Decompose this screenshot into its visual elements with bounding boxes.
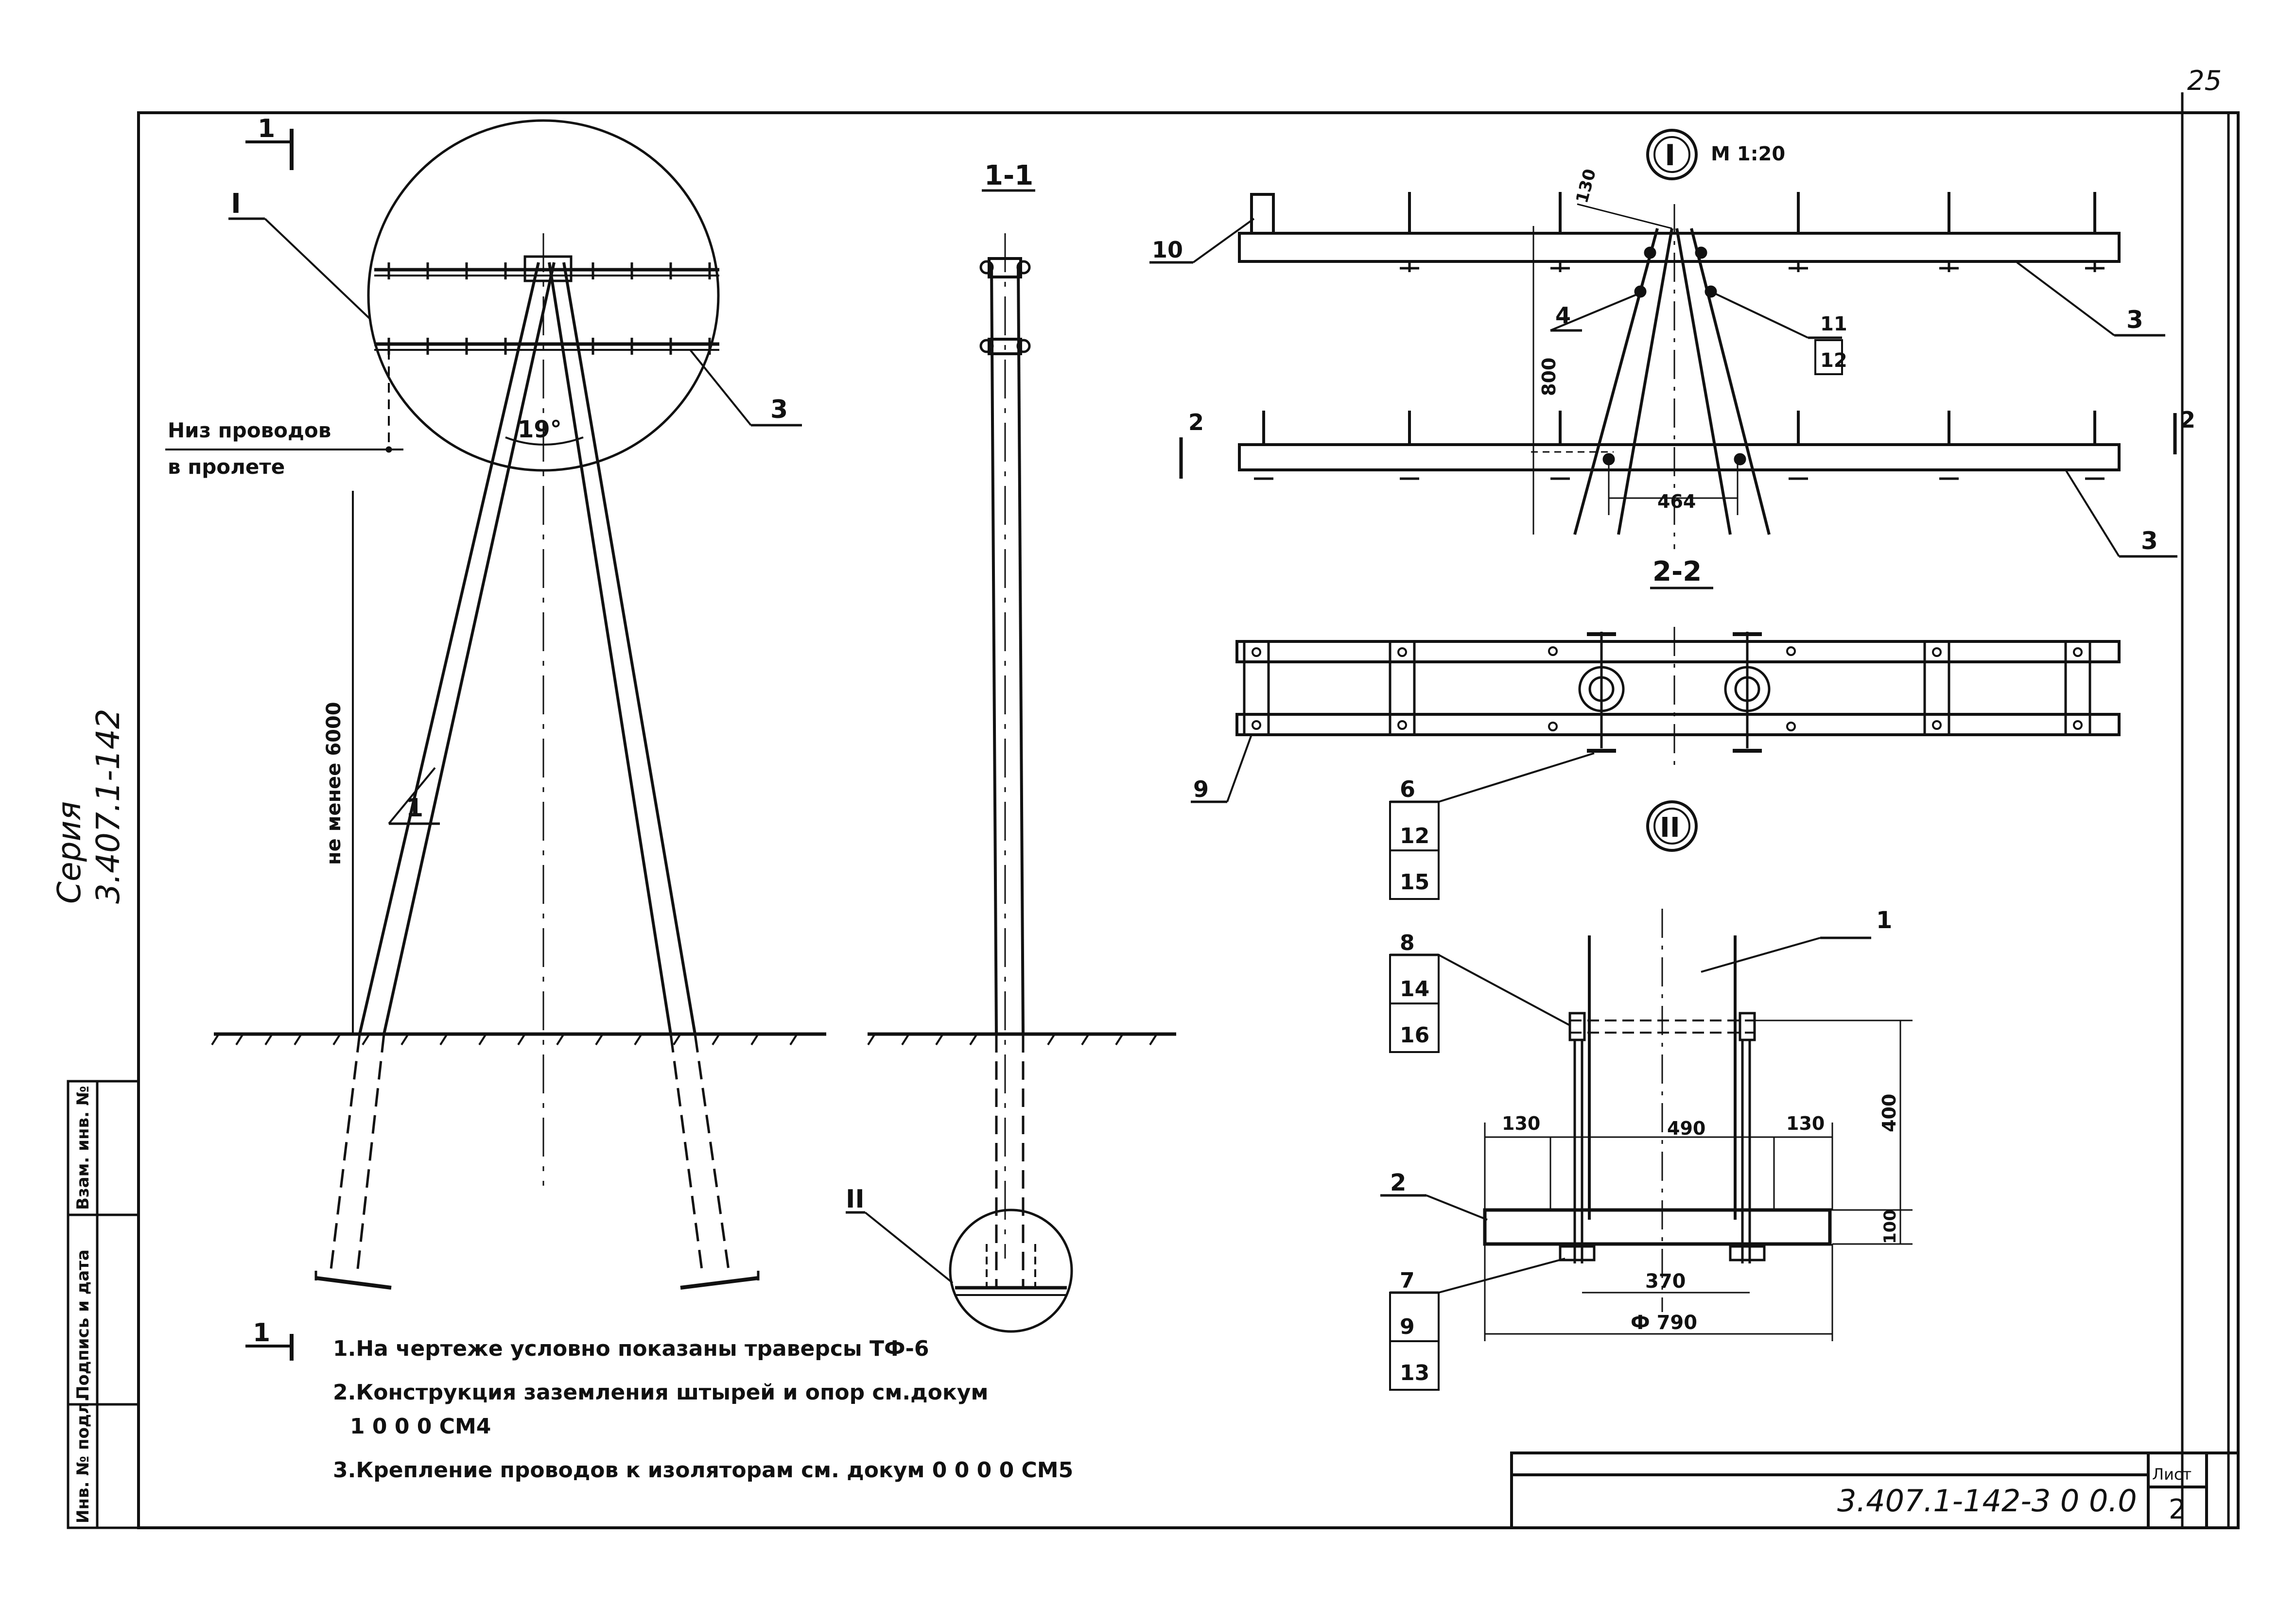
main-angle-label: 19° <box>518 416 562 443</box>
detail-II-dim-130b: 130 <box>1786 1113 1825 1134</box>
title-block <box>1510 1451 2240 1529</box>
stamp-cell-sign: Подпись и дата <box>73 1249 93 1400</box>
detail-I-section-title: 2-2 <box>1652 556 1702 588</box>
series-line2: 3.407.1-142 <box>89 708 127 904</box>
detail-I-dim-130: 130 <box>1572 167 1600 205</box>
detail-II-pos-9: 9 <box>1400 1314 1415 1339</box>
main-wire-label-2: в пролете <box>168 455 285 479</box>
detail-II-dim-400-text: 400 <box>1879 1094 1900 1132</box>
main-height-text: не менее 6000 <box>323 702 345 865</box>
detail-II-dim-790: Ф 790 <box>1631 1312 1697 1334</box>
stamp-inv-text: Инв. № подл. <box>73 1396 93 1523</box>
section-22-pos-9: 9 <box>1193 776 1209 802</box>
detail-I <box>1149 129 2177 589</box>
section-2-2 <box>1191 627 2121 900</box>
detail-II-pos-7: 7 <box>1400 1268 1415 1293</box>
detail-I-pos-3b: 3 <box>2141 527 2158 555</box>
detail-I-dim-800: 800 <box>1538 358 1560 396</box>
detail-I-pos-4: 4 <box>1555 302 1571 328</box>
main-pos-1: 1 <box>406 794 423 823</box>
detail-II-dim-100-text: 100 <box>1880 1210 1900 1244</box>
stamp-column <box>67 1080 140 1529</box>
main-pos-3: 3 <box>770 395 788 424</box>
detail-II-callout-top: II <box>1660 812 1680 844</box>
main-wire-label-1: Низ проводов <box>168 418 331 442</box>
main-section-marker-top: 1 <box>258 114 275 143</box>
detail-II-pos-8: 8 <box>1400 931 1415 955</box>
detail-II-dim-100: 100 <box>1880 1210 1900 1244</box>
section-22-pos-6: 6 <box>1400 776 1415 802</box>
sheet-number: 25 <box>2187 65 2222 97</box>
detail-I-pos-3a: 3 <box>2126 306 2143 334</box>
note-1: 1.На чертеже условно показаны траверсы Т… <box>333 1336 929 1361</box>
note-2b: 1 0 0 0 СМ4 <box>350 1414 491 1439</box>
detail-II-pos-14: 14 <box>1400 977 1429 1002</box>
section-1-1 <box>846 189 1176 1333</box>
detail-I-section-mark-right: 2 <box>2180 407 2195 433</box>
main-callout-I: I <box>231 188 241 220</box>
notes: 1.На чертеже условно показаны траверсы Т… <box>333 1336 1073 1483</box>
title-sheet-value: 2 <box>2169 1494 2186 1525</box>
detail-I-callout: I <box>1665 138 1675 173</box>
section-22-pos-12: 12 <box>1400 824 1429 848</box>
detail-I-pos-12: 12 <box>1820 349 1847 372</box>
detail-II <box>1380 909 1913 1391</box>
detail-II-dim-400: 400 <box>1879 1094 1900 1132</box>
sheet-frame <box>137 92 2240 1529</box>
detail-I-dim-464: 464 <box>1657 491 1696 512</box>
detail-II-dim-370: 370 <box>1645 1270 1686 1293</box>
detail-I-section-mark-left: 2 <box>1188 409 1204 435</box>
detail-II-dim-130a: 130 <box>1502 1113 1540 1134</box>
section-11-title: 1-1 <box>984 160 1033 191</box>
main-height-label: не менее 6000 <box>323 702 345 865</box>
detail-I-dim-800-text: 800 <box>1538 358 1560 396</box>
detail-I-scale: М 1:20 <box>1711 143 1785 165</box>
note-2a: 2.Конструкция заземления штырей и опор с… <box>333 1380 988 1405</box>
series-line1: Серия <box>51 801 88 904</box>
section-22-pos-15: 15 <box>1400 870 1429 895</box>
series-label: Серия 3.407.1-142 <box>51 708 127 904</box>
detail-II-dim-490: 490 <box>1667 1118 1705 1139</box>
title-sheet-label: Лист <box>2152 1465 2192 1484</box>
stamp-cell-replace: Взам. инв. № <box>73 1086 93 1210</box>
stamp-cell-inv: Инв. № подл. <box>73 1396 93 1523</box>
note-3: 3.Крепление проводов к изоляторам см. до… <box>333 1458 1073 1483</box>
detail-I-dim-130-text: 130 <box>1572 167 1600 205</box>
main-section-marker-bottom: 1 <box>253 1318 270 1348</box>
detail-I-pos-11: 11 <box>1820 313 1847 335</box>
stamp-sign-text: Подпись и дата <box>73 1249 93 1400</box>
stamp-replace-text: Взам. инв. № <box>73 1086 93 1210</box>
title-code: 3.407.1-142-3 0 0.0 <box>1837 1483 2137 1519</box>
main-view <box>165 119 826 1361</box>
detail-II-pos-13: 13 <box>1400 1361 1429 1385</box>
detail-II-pos-1: 1 <box>1876 907 1892 934</box>
section-11-callout-II: II <box>846 1185 865 1214</box>
detail-II-pos-2: 2 <box>1390 1169 1406 1196</box>
detail-I-pos-10: 10 <box>1152 237 1183 263</box>
detail-II-pos-16: 16 <box>1400 1023 1429 1048</box>
